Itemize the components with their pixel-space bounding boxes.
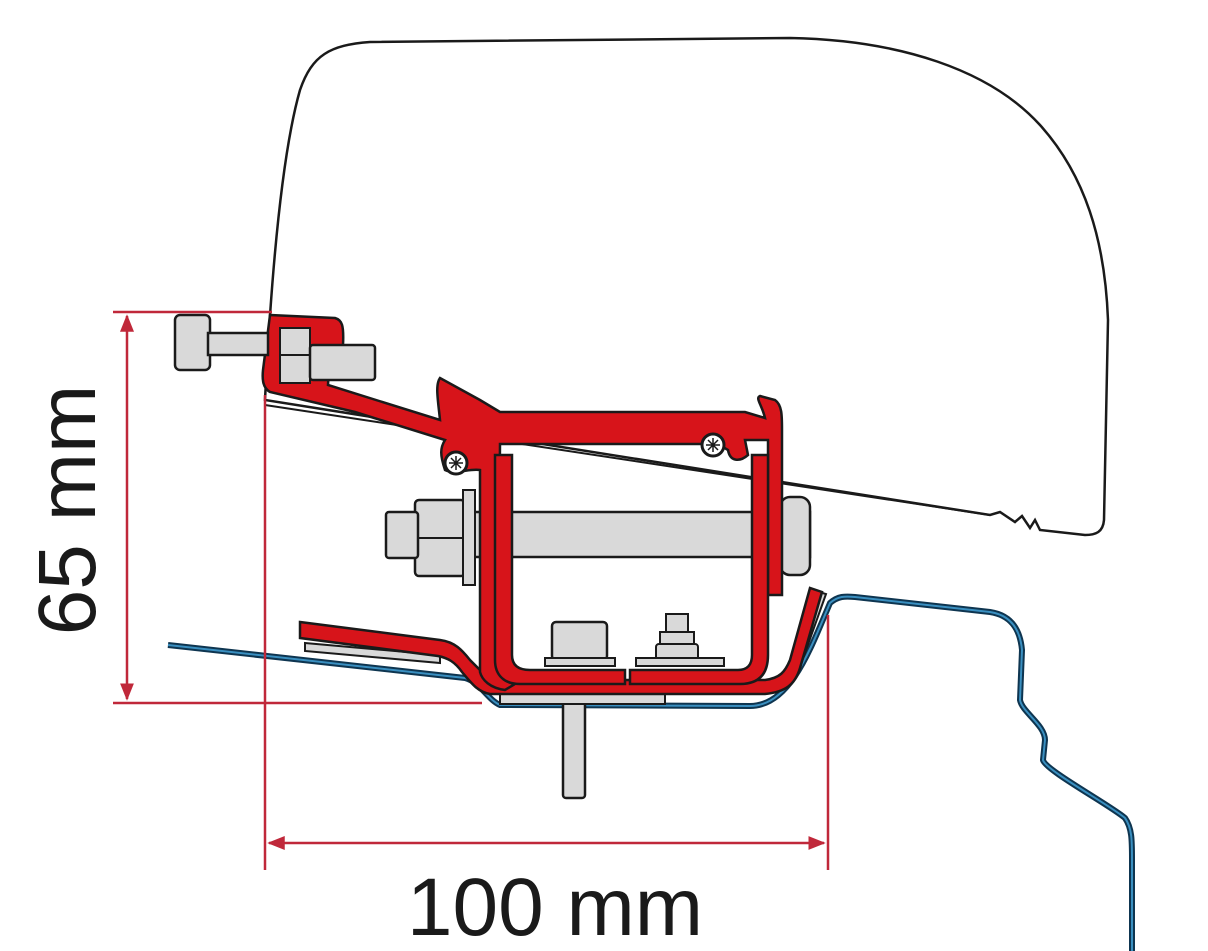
- inner-plate-left: [493, 453, 627, 686]
- awning-housing: [263, 36, 1110, 537]
- housing-bottom-edge: [264, 404, 991, 516]
- inner-plate-right: [628, 453, 770, 686]
- screw-icon: [443, 450, 469, 476]
- clamp-screw-head: [173, 313, 212, 372]
- main-bracket: [261, 313, 784, 692]
- nut-end: [384, 510, 420, 560]
- inner-nut: [665, 613, 689, 633]
- bolt-head: [778, 495, 812, 577]
- clamp-screw-shaft: [206, 331, 270, 357]
- clamp-screw-end: [308, 343, 377, 382]
- inner-bolt-head: [550, 620, 609, 662]
- mount-bolt: [561, 688, 587, 800]
- height-dimension-label: 65 mm: [22, 385, 113, 636]
- dimension-lines: [113, 310, 830, 870]
- screw-icon: [700, 432, 726, 458]
- washer: [462, 489, 476, 586]
- lower-bracket: [298, 586, 824, 696]
- width-dimension-label: 100 mm: [407, 862, 703, 951]
